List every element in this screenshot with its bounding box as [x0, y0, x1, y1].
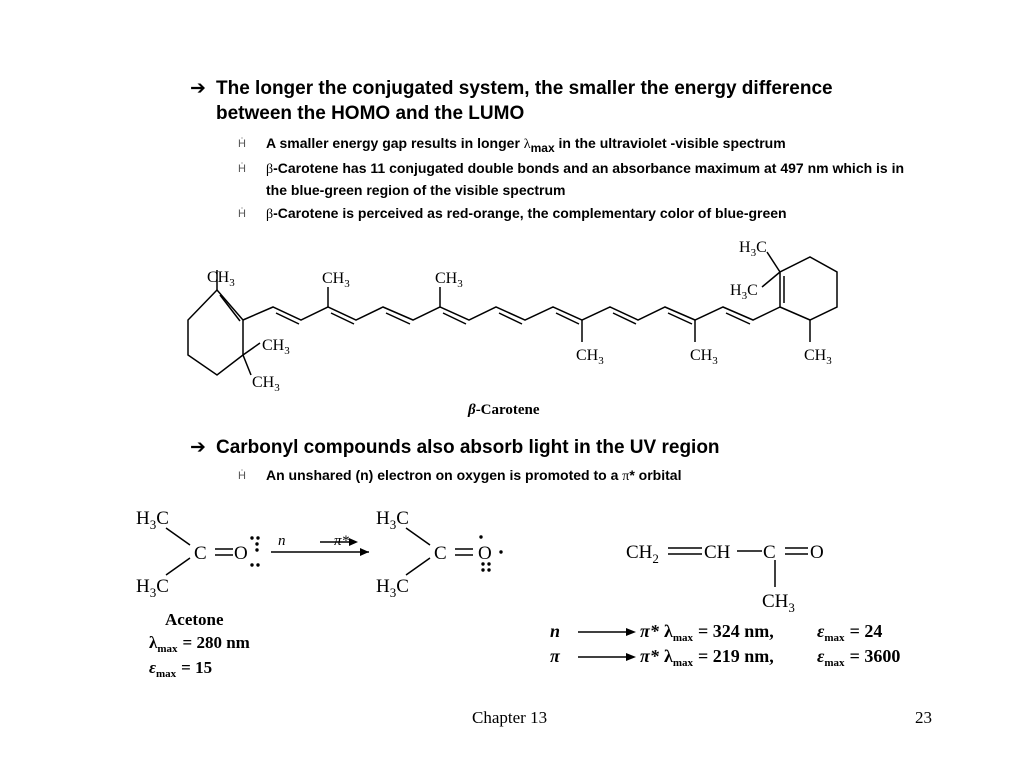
beta-symbol: β [266, 162, 274, 177]
methyl-label: H3C [376, 576, 409, 600]
methyl-label: CH3 [762, 591, 795, 615]
methyl-label: CH3 [207, 269, 235, 289]
bullet-text: Carbonyl compounds also absorb light in … [216, 437, 720, 458]
sub-bullet-text: * orbital [629, 467, 682, 483]
methyl-label: H3C [376, 508, 409, 532]
sub-bullet-icon: Ḣ [238, 470, 246, 482]
carbonyl-carbon-label: C [194, 543, 207, 564]
carbonyl-oxygen-label: O [234, 543, 248, 564]
transition-n-label: n [278, 533, 286, 549]
ch2-label: CH2 [626, 542, 659, 566]
methyl-label: H3C [136, 508, 169, 532]
sub-bullet-text: -Carotene is perceived as red-orange, th… [273, 205, 787, 221]
carbonyl-carbon-label: C [434, 543, 447, 564]
mvk-row2-lambda: λmax= 219 nm, [664, 646, 774, 669]
sub-bullet-carotene-color: Ḣ β-Carotene is perceived as red-orange,… [238, 203, 938, 225]
transition-to-label: π* [640, 621, 660, 641]
mvk-diagram: CH2 CH C O CH3 n π* λmax= 324 nm, εmax= … [550, 542, 900, 669]
sub-bullet-energy-gap: Ḣ A smaller energy gap results in longer… [238, 133, 938, 158]
lone-pair-dots [250, 535, 503, 572]
lambda-symbol: λ [523, 137, 531, 152]
sub-bullet-carotene-absorb: Ḣ β-Carotene has 11 conjugated double bo… [238, 158, 938, 200]
transition-arrow-icon [626, 653, 636, 661]
methyl-label: H3C [136, 576, 169, 600]
acetone-lambda: λmax= 280 nm [149, 633, 250, 655]
acetone-name: Acetone [165, 610, 224, 629]
carotene-caption: β-Carotene [467, 402, 540, 418]
transition-from-label: n [550, 621, 560, 641]
mvk-bonds [578, 547, 808, 658]
beta-carotene-structure: CH3 CH3 CH3 CH3 CH3 CH3 CH3 CH3 H3C H3C … [187, 239, 838, 418]
methyl-label: CH3 [322, 270, 350, 290]
carotene-bonds [187, 251, 838, 376]
methyl-label: H3C [730, 282, 758, 302]
pi-symbol: π [622, 469, 630, 484]
carbonyl-carbon-label: C [763, 542, 776, 563]
transition-pi-label: π* [334, 533, 350, 549]
transition-arrow-icon [349, 538, 358, 546]
max-subscript: max [530, 140, 555, 155]
bullet-carbonyl: ➔ Carbonyl compounds also absorb light i… [190, 435, 890, 460]
methyl-label: CH3 [690, 347, 718, 367]
methyl-label: CH3 [435, 270, 463, 290]
ch-label: CH [704, 542, 731, 563]
footer-page-number: 23 [915, 708, 932, 727]
acetone-epsilon: εmax= 15 [149, 658, 212, 680]
sub-bullet-icon: Ḣ [238, 163, 246, 175]
mvk-row2-epsilon: εmax= 3600 [817, 646, 900, 669]
sub-bullet-icon: Ḣ [238, 208, 246, 220]
sub-bullet-text: in the ultraviolet -visible spectrum [554, 135, 786, 151]
mvk-row1-lambda: λmax= 324 nm, [664, 621, 774, 644]
reaction-arrow-icon [360, 548, 369, 556]
carbonyl-oxygen-label: O [478, 543, 492, 564]
transition-to-label: π* [640, 646, 660, 666]
transition-arrow-icon [626, 628, 636, 636]
mvk-row1-epsilon: εmax= 24 [817, 621, 882, 644]
sub-bullet-n-electron: Ḣ An unshared (n) electron on oxygen is … [238, 465, 938, 487]
arrow-bullet-icon: ➔ [190, 437, 206, 458]
carbonyl-oxygen-label: O [810, 542, 824, 563]
methyl-label: H3C [739, 239, 767, 259]
methyl-label: CH3 [252, 374, 280, 394]
footer-chapter: Chapter 13 [472, 708, 548, 727]
sub-bullet-text: -Carotene has 11 conjugated double bonds… [266, 160, 905, 198]
bullet-conjugation: ➔ The longer the conjugated system, the … [190, 76, 890, 126]
methyl-label: CH3 [804, 347, 832, 367]
acetone-diagram: H3C H3C C O H3C H3C C O n π* Acetone λma… [136, 508, 503, 680]
acetone-bonds [165, 527, 473, 576]
sub-bullet-text: A smaller energy gap results in longer [266, 135, 524, 151]
arrow-bullet-icon: ➔ [190, 78, 206, 99]
beta-symbol: β [266, 207, 274, 222]
methyl-label: CH3 [576, 347, 604, 367]
methyl-label: CH3 [262, 337, 290, 357]
transition-from-label: π [550, 646, 561, 666]
carotene-labels: CH3 CH3 CH3 CH3 CH3 CH3 CH3 CH3 H3C H3C … [207, 239, 832, 418]
sub-bullet-icon: Ḣ [238, 138, 246, 150]
sub-bullet-text: An unshared (n) electron on oxygen is pr… [266, 467, 623, 483]
bullet-text: The longer the conjugated system, the sm… [216, 78, 833, 124]
